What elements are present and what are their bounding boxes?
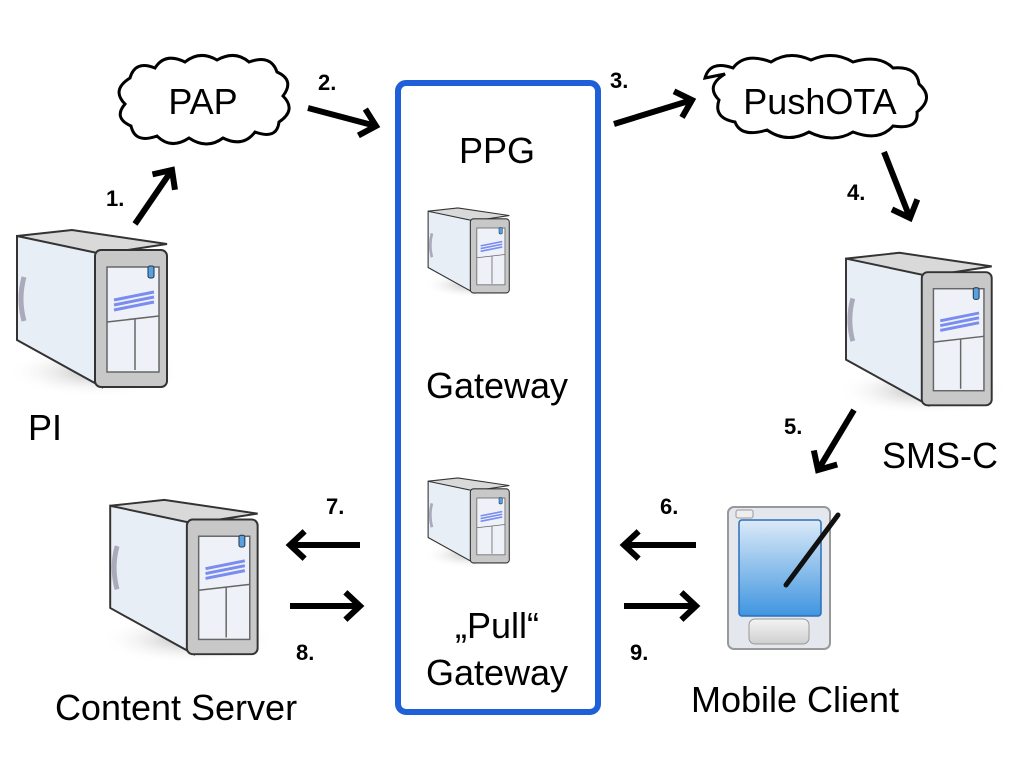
content-server-label: Content Server [55, 687, 297, 728]
ppg-server-icon [420, 206, 512, 301]
step-7-arrow [285, 529, 360, 561]
mobile-client-label: Mobile Client [691, 679, 899, 720]
ppg-label: PPG [459, 130, 535, 171]
step-8-label: 8. [296, 640, 314, 665]
pull-gateway-label: Gateway [426, 652, 568, 693]
ppg-gateway-box [395, 80, 601, 715]
pi-server-icon [7, 230, 187, 397]
gateway-label: Gateway [426, 365, 568, 406]
step-7-label: 7. [326, 494, 344, 519]
pull-gateway-server-icon [420, 476, 512, 571]
step-2-label: 2. [318, 70, 336, 95]
step-2-arrow [307, 105, 381, 139]
step-8-arrow [290, 590, 365, 622]
step-1-arrow [132, 166, 178, 226]
smsc-server-icon [836, 253, 1011, 415]
step-3-label: 3. [610, 68, 628, 93]
step-5-arrow [810, 408, 857, 474]
mobile-client-icon [727, 506, 841, 650]
pushota-label: PushOTA [743, 81, 896, 122]
pap-cloud [117, 54, 291, 146]
step-9-arrow [624, 590, 701, 622]
step-4-arrow [881, 150, 921, 223]
step-9-label: 9. [630, 640, 648, 665]
pull-label: „Pull“ [455, 605, 539, 646]
step-5-label: 5. [784, 414, 802, 439]
step-1-label: 1. [106, 186, 124, 211]
pushota-cloud [702, 54, 928, 140]
smsc-label: SMS-C [882, 435, 998, 476]
pi-label: PI [28, 407, 62, 448]
pap-label: PAP [168, 81, 237, 122]
content-server-icon [100, 500, 277, 664]
step-6-label: 6. [660, 494, 678, 519]
step-3-arrow [613, 88, 697, 127]
step-6-arrow [619, 529, 696, 561]
step-4-label: 4. [847, 180, 865, 205]
